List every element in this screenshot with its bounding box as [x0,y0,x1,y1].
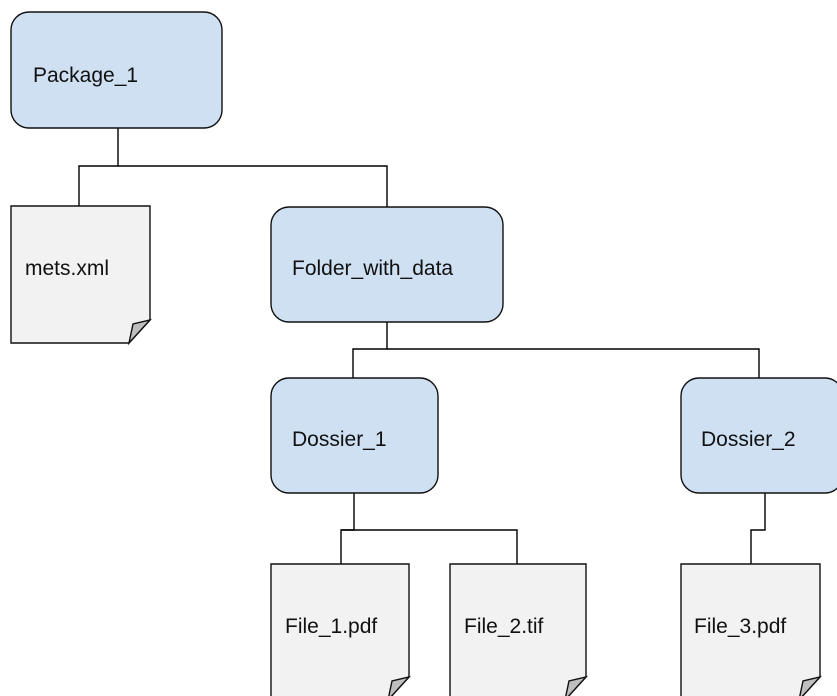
node-file-3[interactable]: File_3.pdf [680,563,823,696]
edge-dossier-2-to-file-3 [750,493,766,564]
folder-with-data-label: Folder_with_data [292,257,453,280]
edge-package-to-folder-with-data [118,165,388,207]
file-1-fold [388,675,412,696]
dossier-1-box [270,377,439,494]
mets-label: mets.xml [25,257,109,280]
file-2-label: File_2.tif [464,615,544,638]
package-label: Package_1 [33,64,138,87]
file-2-fold [565,675,589,696]
node-folder-with-data[interactable]: Folder_with_data [270,206,504,323]
node-dossier-1[interactable]: Dossier_1 [270,377,439,494]
file-3-fold [799,675,823,696]
dossier-1-label: Dossier_1 [292,428,387,451]
mets-file-fold [127,318,153,346]
dossier-2-label: Dossier_2 [701,428,796,451]
edge-dossier-1-to-file-1 [340,493,355,564]
node-file-2[interactable]: File_2.tif [449,563,589,696]
edge-package-to-mets [78,128,119,206]
package-box [10,11,223,129]
node-package[interactable]: Package_1 [10,11,223,129]
file-1-label: File_1.pdf [285,615,377,638]
edge-folder-to-dossier-2 [387,348,760,378]
node-dossier-2[interactable]: Dossier_2 [680,377,837,494]
folder-with-data-box [270,206,504,323]
dossier-2-box [680,377,837,494]
node-file-1[interactable]: File_1.pdf [270,563,412,696]
connectors [78,128,766,564]
edge-folder-to-dossier-1 [352,322,388,378]
edge-dossier-1-to-file-2 [341,529,518,564]
node-mets-file[interactable]: mets.xml [10,205,153,346]
file-3-label: File_3.pdf [694,615,786,638]
